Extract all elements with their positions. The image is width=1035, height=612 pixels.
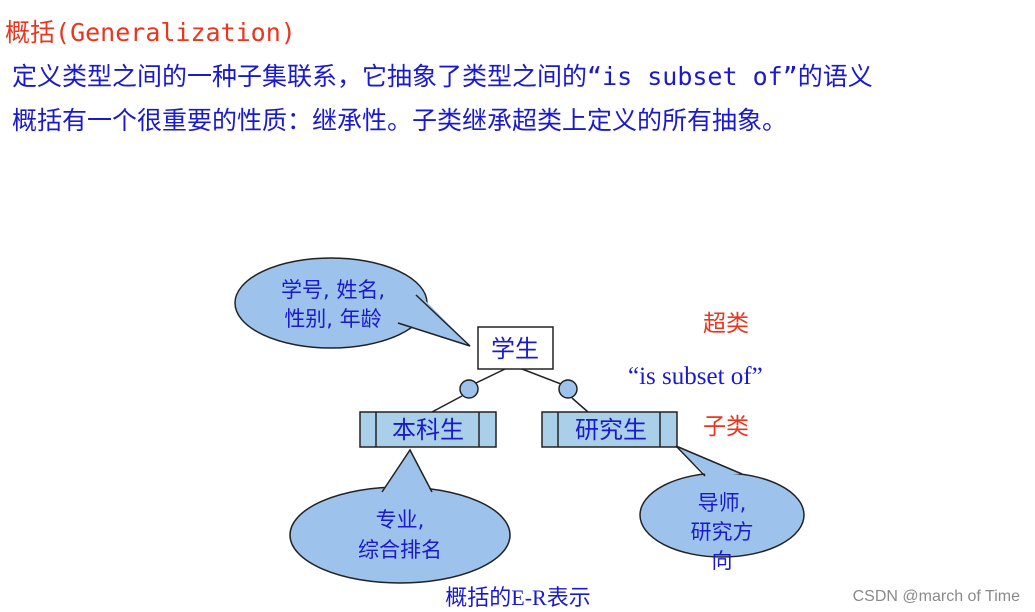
- subset-circle-left: [459, 379, 479, 399]
- superclass-label: 学生: [491, 335, 539, 363]
- bubble-left-line2: 综合排名: [358, 538, 442, 562]
- generalization-link-right: [521, 368, 562, 385]
- bubble-super-line1: 学号, 姓名,: [281, 278, 385, 302]
- subclass-left-label: 本科生: [392, 416, 464, 444]
- bubble-right-line1: 导师,: [698, 491, 747, 515]
- bubble-right-line3: 向: [712, 549, 733, 573]
- superclass-entity: 学生: [477, 326, 554, 370]
- title-english: (Generalization): [55, 18, 296, 47]
- definition-text-a: 定义类型之间的一种子集联系，它抽象了类型之间的: [12, 62, 588, 91]
- bubble-left-line1: 专业,: [376, 508, 425, 532]
- subset-circle-right: [558, 379, 578, 399]
- superclass-side-label: 超类: [703, 311, 749, 337]
- definition-text-quote: “is subset of”: [587, 62, 798, 91]
- definition-text-c: 的语义: [797, 62, 873, 91]
- subclass-entity-left: 本科生: [359, 411, 497, 448]
- inheritance-line: 概括有一个很重要的性质：继承性。子类继承超类上定义的所有抽象。: [12, 106, 788, 135]
- subclass-side-label: 子类: [703, 414, 749, 440]
- subclass-right-label: 研究生: [575, 416, 647, 444]
- subclass-right-attributes-bubble: 导师, 研究方 向: [639, 445, 805, 573]
- generalization-link-left: [475, 368, 506, 384]
- relation-side-label: “is subset of”: [628, 363, 763, 390]
- title-chinese: 概括: [5, 18, 56, 47]
- subclass-left-attributes-bubble: 专业, 综合排名: [289, 448, 511, 584]
- csdn-watermark: CSDN @march of Time: [853, 588, 1020, 605]
- bubble-right-line2: 研究方: [691, 520, 754, 544]
- superclass-attributes-bubble: 学号, 姓名, 性别, 年龄: [234, 257, 471, 349]
- slide-title: 概括(Generalization): [5, 16, 296, 50]
- subclass-entity-right: 研究生: [541, 411, 678, 448]
- definition-line: 定义类型之间的一种子集联系，它抽象了类型之间的“is subset of”的语义: [12, 60, 873, 94]
- diagram-caption: 概括的E-R表示: [445, 585, 590, 610]
- bubble-super-line2: 性别, 年龄: [284, 307, 381, 331]
